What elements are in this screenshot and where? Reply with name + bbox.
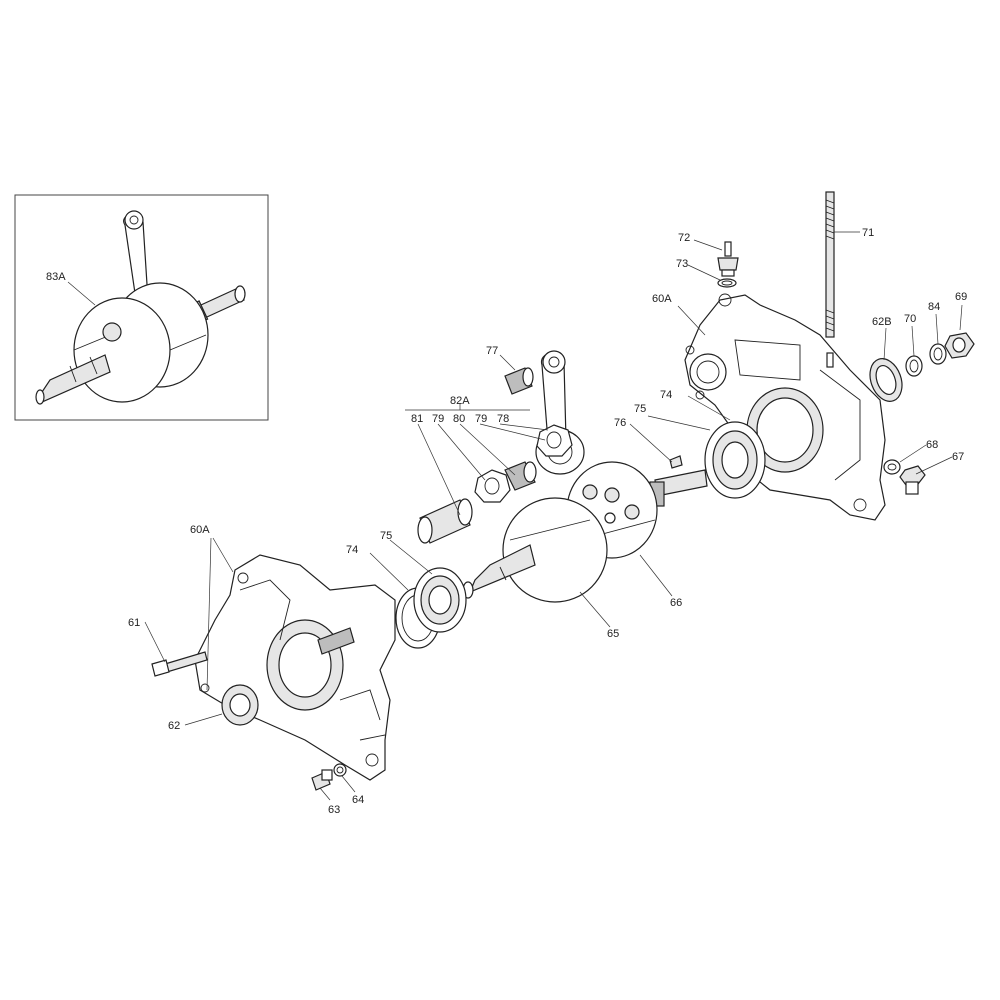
- label-84: 84: [928, 301, 940, 313]
- label-64: 64: [352, 794, 364, 806]
- label-74-left: 74: [346, 544, 358, 556]
- label-72: 72: [678, 232, 690, 244]
- label-74-right: 74: [660, 389, 672, 401]
- label-78: 78: [497, 413, 509, 425]
- needle-bearing-77: [504, 367, 534, 395]
- needle-bearing-80: [504, 461, 537, 491]
- bolt-61: [151, 651, 208, 677]
- washer-70: [905, 355, 923, 377]
- drain-plug-67: [899, 465, 926, 495]
- label-60A-right: 60A: [652, 293, 672, 305]
- label-65: 65: [607, 628, 619, 640]
- label-73: 73: [676, 258, 688, 270]
- label-62: 62: [168, 720, 180, 732]
- screw-63: [311, 769, 333, 791]
- label-75-left: 75: [380, 530, 392, 542]
- label-60A-left: 60A: [190, 524, 210, 536]
- washer-68: [883, 459, 901, 475]
- bearing-75-left: [413, 567, 467, 633]
- label-62B: 62B: [872, 316, 892, 328]
- right-crankcase-half: [684, 293, 886, 521]
- label-67: 67: [952, 451, 964, 463]
- label-79a: 79: [432, 413, 444, 425]
- label-63: 63: [328, 804, 340, 816]
- left-crankcase-half: [194, 554, 396, 781]
- label-71: 71: [862, 227, 874, 239]
- washer-84: [929, 343, 947, 365]
- label-83A: 83A: [46, 271, 66, 283]
- label-61: 61: [128, 617, 140, 629]
- crank-pin-81: [417, 498, 473, 544]
- label-79b: 79: [475, 413, 487, 425]
- label-66: 66: [670, 597, 682, 609]
- label-70: 70: [904, 313, 916, 325]
- label-76: 76: [614, 417, 626, 429]
- label-75-right: 75: [634, 403, 646, 415]
- crank-half-65: [462, 497, 608, 603]
- label-81: 81: [411, 413, 423, 425]
- thrust-washer-79b: [536, 424, 573, 457]
- label-68: 68: [926, 439, 938, 451]
- washer-73: [717, 278, 737, 288]
- label-69: 69: [955, 291, 967, 303]
- stud-bolt-71: [825, 191, 835, 338]
- oil-seal-62B: [869, 358, 903, 402]
- leader-lines: [67, 231, 963, 801]
- label-82A: 82A: [450, 395, 470, 407]
- label-80: 80: [453, 413, 465, 425]
- oil-seal-62: [221, 684, 259, 726]
- fitting-72: [717, 241, 739, 277]
- key-76: [669, 455, 683, 469]
- part-labels: 83A 72 73 71 60A 62B 70 84 69 77 82A 81 …: [46, 227, 967, 816]
- bearing-75-right: [704, 421, 766, 499]
- crankshaft-assembly-inset: [14, 194, 269, 421]
- label-77: 77: [486, 345, 498, 357]
- washer-64: [333, 763, 347, 777]
- nut-69: [944, 332, 975, 359]
